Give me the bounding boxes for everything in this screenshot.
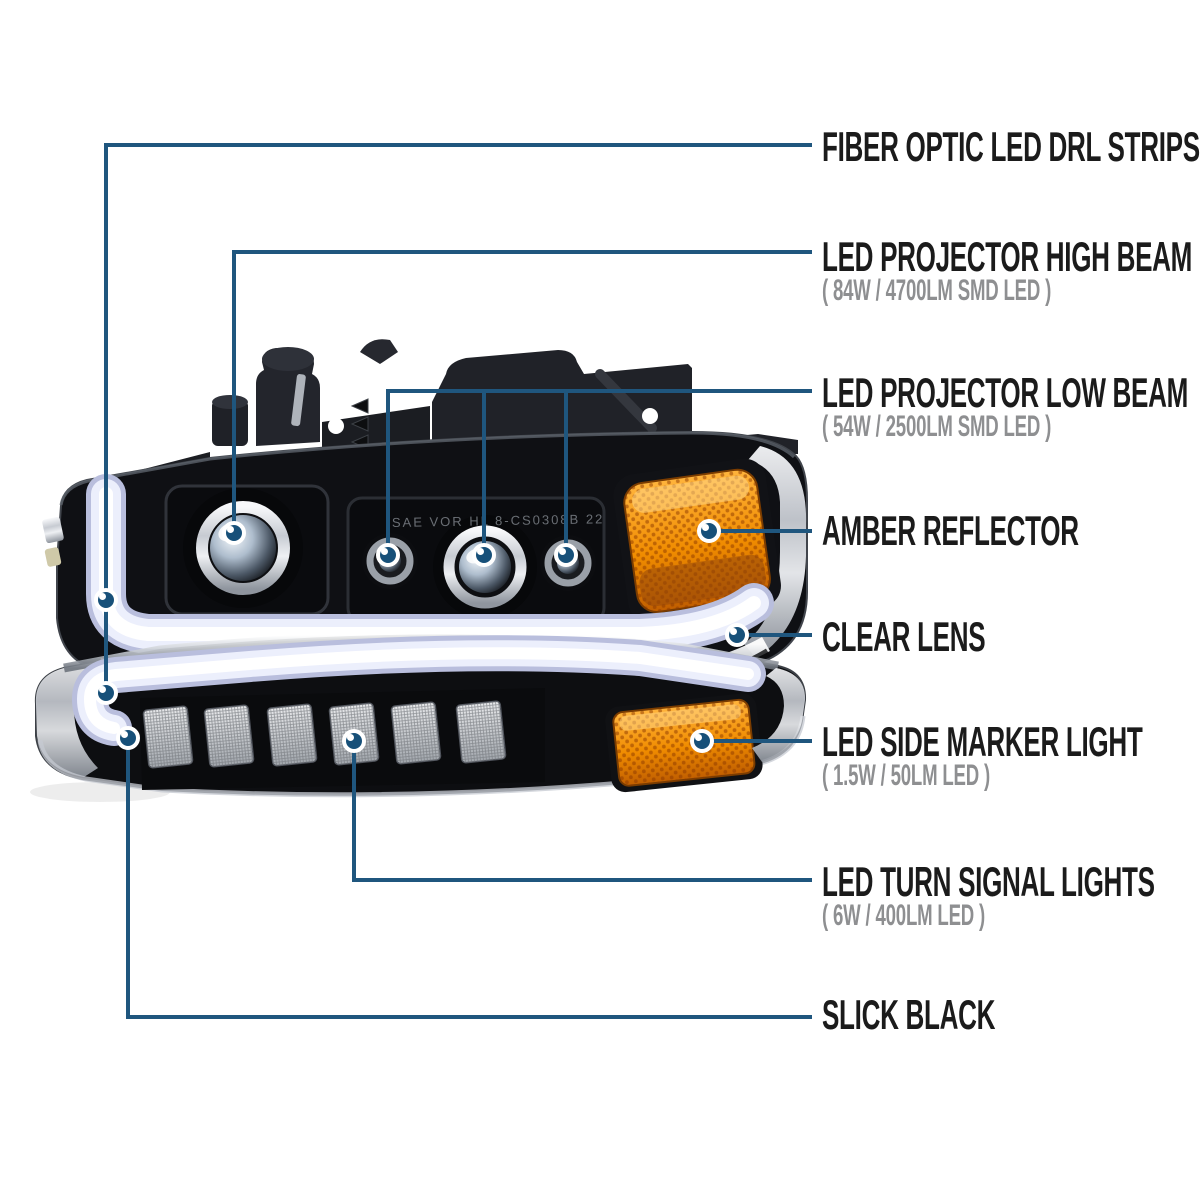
callout-dot-amber-reflector <box>697 519 721 543</box>
callout-label-slick-black: SLICK BLACK <box>822 994 1101 1036</box>
upper-lens-top-edge <box>59 431 796 506</box>
callout-label-clear-lens: CLEAR LENS <box>822 616 1085 658</box>
callout-dot-low-beam-left <box>376 543 400 567</box>
callout-spec: ( 1.5W / 50LM LED ) <box>822 759 991 792</box>
callout-label-low-beam: LED PROJECTOR LOW BEAM ( 54W / 2500LM SM… <box>822 372 1200 442</box>
callout-title: LED PROJECTOR LOW BEAM <box>822 369 1188 416</box>
callout-label-amber-reflector: AMBER REFLECTOR <box>822 510 1200 552</box>
callout-title: LED TURN SIGNAL LIGHTS <box>822 858 1155 905</box>
callout-title: CLEAR LENS <box>822 613 986 660</box>
bumper-chrome-bottom-edge <box>37 715 806 798</box>
leader-lines <box>104 143 812 1019</box>
leader-fiber-optic-drl <box>104 143 812 693</box>
callout-label-high-beam: LED PROJECTOR HIGH BEAM ( 84W / 4700LM S… <box>822 236 1200 306</box>
callout-label-side-marker: LED SIDE MARKER LIGHT ( 1.5W / 50LM LED … <box>822 721 1200 791</box>
leader-high-beam <box>232 250 812 533</box>
amber-reflector <box>613 458 781 623</box>
callout-title: FIBER OPTIC LED DRL STRIPS <box>822 123 1200 170</box>
leader-slick-black <box>126 738 812 1019</box>
lens-etched-text: SAE VOR HL 8-CS0308B 22 <box>392 511 605 530</box>
clear-lens-right-edge <box>744 446 807 658</box>
callout-dot-side-marker <box>690 729 714 753</box>
bumper-chrome-left-cap <box>35 661 104 777</box>
callout-dot-low-beam-right <box>554 543 578 567</box>
callout-dot-drl-upper <box>94 588 118 612</box>
turn-signal-lights <box>142 700 507 769</box>
callout-dot-low-beam-center <box>472 543 496 567</box>
bumper-chrome-right-cap <box>752 668 806 762</box>
callout-title: AMBER REFLECTOR <box>822 507 1079 554</box>
callout-spec: ( 84W / 4700LM SMD LED ) <box>822 274 1052 307</box>
retaining-clip <box>44 547 62 567</box>
projector-low-beam <box>433 515 537 619</box>
projector-high-beam <box>183 488 303 608</box>
callout-dot-turn-signal <box>342 729 366 753</box>
callout-title: LED PROJECTOR HIGH BEAM <box>822 233 1193 280</box>
callout-title: LED SIDE MARKER LIGHT <box>822 718 1143 765</box>
headlight-photo: SAE VOR HL 8-CS0308B 22 <box>30 339 808 802</box>
callout-spec: ( 54W / 2500LM SMD LED ) <box>822 410 1052 443</box>
leader-low-beam <box>386 389 812 555</box>
callout-dot-clear-lens <box>725 623 749 647</box>
bumper-light <box>30 630 807 802</box>
callout-label-fiber-optic-drl: FIBER OPTIC LED DRL STRIPS <box>822 126 1200 168</box>
side-marker-light <box>605 693 763 793</box>
callout-spec: ( 6W / 400LM LED ) <box>822 899 986 932</box>
drl-tube-lower <box>72 635 766 746</box>
upper-lamp-face: SAE VOR HL 8-CS0308B 22 <box>164 484 655 657</box>
callout-dot-drl-lower <box>94 681 118 705</box>
callout-dots <box>94 519 749 753</box>
callout-title: SLICK BLACK <box>822 991 996 1038</box>
retaining-clip <box>42 516 64 544</box>
leader-turn-signal <box>352 741 812 882</box>
callout-label-turn-signal: LED TURN SIGNAL LIGHTS ( 6W / 400LM LED … <box>822 861 1200 931</box>
callout-dot-high-beam <box>222 521 246 545</box>
callout-dot-slick-black <box>116 726 140 750</box>
